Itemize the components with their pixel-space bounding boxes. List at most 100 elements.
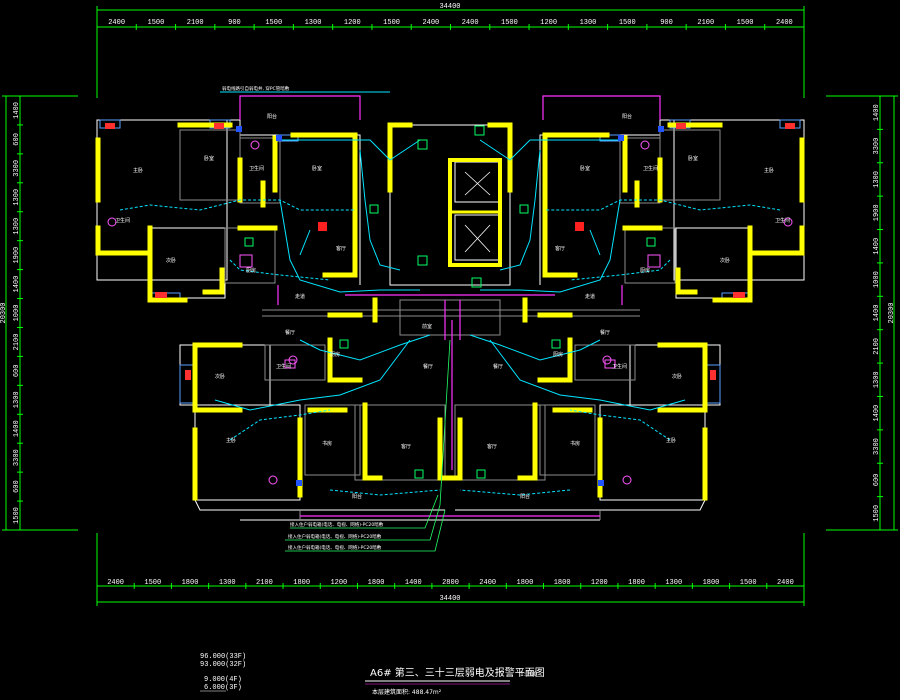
left-dimension-label: 3300 — [13, 160, 21, 177]
right-segment-labels: 1400330013001900140010001400210013001400… — [873, 104, 881, 521]
room-label: 卧室 — [204, 155, 214, 162]
bottom-dimension-label: 2400 — [107, 579, 124, 587]
top-dimension-label: 2400 — [108, 19, 125, 27]
top-dimension-label: 2400 — [462, 19, 479, 27]
bottom-dimension-label: 1200 — [591, 579, 608, 587]
room-label: 厨房 — [553, 351, 563, 358]
left-dimension-label: 600 — [13, 480, 21, 493]
room-label: 厨房 — [640, 267, 650, 274]
bottom-dimension-label: 1800 — [628, 579, 645, 587]
title-block: A6# 第三、三十三层弱电及报警平面图 1:100 本层建筑面积: 488.47… — [365, 666, 545, 696]
left-dimension-label: 2100 — [13, 334, 21, 351]
bottom-dimension-label: 1500 — [740, 579, 757, 587]
room-label: 卧室 — [688, 155, 698, 162]
room-labels: 主卧 卧室 卫生间 卧室 卫生间 次卧 厨房 客厅 阳台 主卧 卧室 卫生间 卧… — [115, 113, 790, 500]
doors — [239, 95, 661, 517]
room-label: 餐厅 — [493, 363, 503, 370]
left-dimension-label: 1300 — [13, 189, 21, 206]
room-label: 客厅 — [487, 443, 497, 450]
device-window-red-4 — [676, 123, 686, 129]
top-left-note: 弱电线路引自弱电井, 穿PC管暗敷 — [222, 85, 290, 92]
room-label: 卧室 — [312, 165, 322, 172]
bottom-dimension-label: 1800 — [517, 579, 534, 587]
bottom-dimension-label: 1200 — [330, 579, 347, 587]
drawing-scale: 1:100 — [520, 671, 537, 678]
right-dimension-label: 1500 — [873, 505, 881, 522]
device-window-red-3 — [785, 123, 795, 129]
room-label: 卫生间 — [612, 363, 627, 370]
bottom-note: 接入住户弱电箱(电话、电视、网络)-PC20暗敷 — [288, 533, 382, 540]
bottom-dimension-label: 1800 — [554, 579, 571, 587]
right-dimension-label: 1400 — [873, 104, 881, 121]
top-dimension-label: 1500 — [501, 19, 518, 27]
walls — [95, 122, 805, 501]
room-label: 次卧 — [166, 257, 176, 264]
elevation-3f: 6.000(3F) — [204, 684, 242, 692]
top-dimension-label: 2100 — [697, 19, 714, 27]
right-total-dimension: 20300 — [888, 302, 896, 323]
bottom-dimension-label: 1800 — [293, 579, 310, 587]
bottom-dimension-label: 2400 — [777, 579, 794, 587]
device-window-red-5 — [185, 370, 191, 380]
elevation-legend: 96.000(33F) 93.000(32F) 9.000(4F) 6.000(… — [200, 653, 246, 692]
bottom-total-dimension: 34400 — [439, 595, 460, 603]
room-label: 走道 — [295, 293, 305, 300]
bottom-dimension-label: 1800 — [703, 579, 720, 587]
bottom-note: 接入住户弱电箱(电话、电视、网络)-PC20暗敷 — [288, 544, 382, 551]
device-window-red-7 — [155, 292, 167, 298]
bottom-dimension-label: 2100 — [256, 579, 273, 587]
left-dimension-label: 600 — [13, 365, 21, 378]
left-total-dimension: 20300 — [0, 302, 8, 323]
room-label: 阳台 — [267, 113, 277, 120]
top-dimension-label: 2400 — [776, 19, 793, 27]
room-label: 主卧 — [133, 167, 143, 174]
wiring — [119, 139, 781, 496]
bottom-dimension-label: 1500 — [144, 579, 161, 587]
elevation-4f: 9.000(4F) — [204, 676, 242, 684]
room-label: 卧室 — [580, 165, 590, 172]
room-label: 阳台 — [352, 493, 362, 500]
room-label: 书房 — [322, 440, 332, 447]
room-label: 次卧 — [215, 373, 225, 380]
room-label: 主卧 — [226, 437, 236, 444]
device-window-red-2 — [214, 123, 224, 129]
top-dimension-label: 1500 — [737, 19, 754, 27]
room-label: 餐厅 — [285, 329, 295, 336]
left-dimension-label: 1900 — [13, 247, 21, 264]
room-label: 客厅 — [555, 245, 565, 252]
left-dimension-label: 1400 — [13, 420, 21, 437]
left-dimension-label: 600 — [13, 133, 21, 146]
right-dimension-label: 1400 — [873, 238, 881, 255]
right-dimension-label: 1000 — [873, 271, 881, 288]
left-dimension-label: 1000 — [13, 305, 21, 322]
room-label: 客厅 — [401, 443, 411, 450]
top-dimension-label: 1500 — [619, 19, 636, 27]
left-dimension-label: 1500 — [13, 507, 21, 524]
device-window-red-1 — [105, 123, 115, 129]
drawing-title: A6# 第三、三十三层弱电及报警平面图 — [370, 666, 545, 679]
leader-notes: 弱电线路引自弱电井, 穿PC管暗敷 接入住户弱电箱(电话、电视、网络)-PC20… — [220, 85, 451, 552]
bottom-dimension-label: 1800 — [368, 579, 385, 587]
room-label: 次卧 — [672, 373, 682, 380]
room-label: 主卧 — [666, 437, 676, 444]
bottom-dimension-label: 2400 — [479, 579, 496, 587]
room-label: 主卧 — [764, 167, 774, 174]
room-label: 阳台 — [622, 113, 632, 120]
room-label: 卫生间 — [775, 217, 790, 224]
devices — [105, 123, 795, 486]
room-label: 卫生间 — [643, 165, 658, 172]
elevation-33f: 96.000(33F) — [200, 653, 246, 661]
top-dimension-label: 1200 — [344, 19, 361, 27]
left-dimension-label: 1300 — [13, 218, 21, 235]
right-dimension-label: 3300 — [873, 138, 881, 155]
bottom-dimension-label: 1800 — [182, 579, 199, 587]
left-segment-labels: 1400600330013001300190014001000210060013… — [13, 102, 21, 524]
left-dimension-label: 1400 — [13, 276, 21, 293]
right-dimension-label: 2100 — [873, 338, 881, 355]
room-label: 书房 — [570, 440, 580, 447]
top-dimension-label: 2400 — [422, 19, 439, 27]
room-label: 次卧 — [720, 257, 730, 264]
bottom-dimension-label: 1300 — [665, 579, 682, 587]
